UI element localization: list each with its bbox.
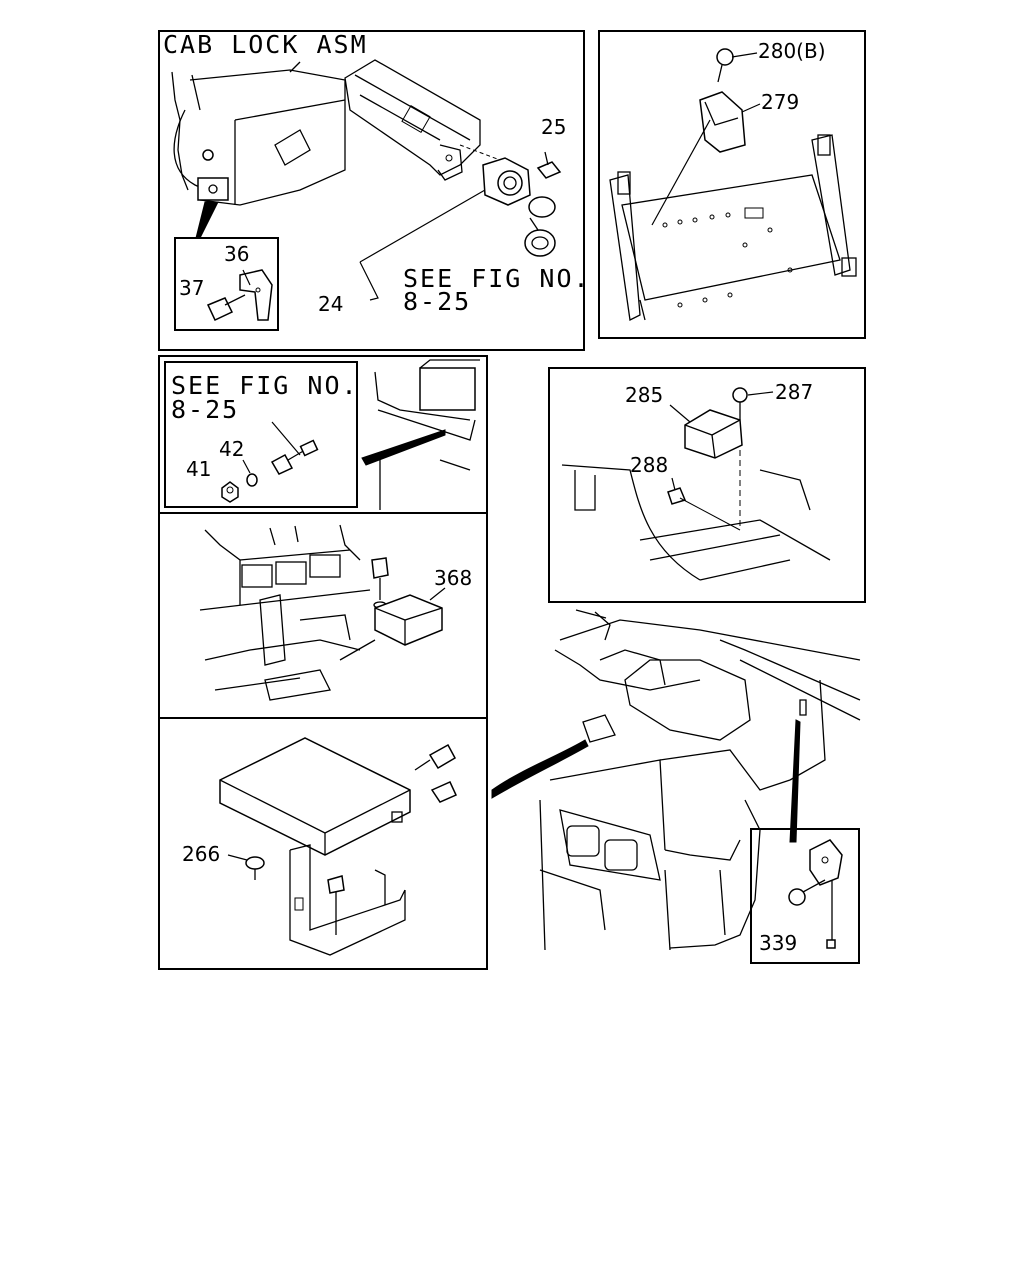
see-fig-line1: SEE FIG NO. [403,264,591,293]
callout-266: 266 [182,842,220,866]
bracket-panel: 280(B) 279 [598,30,866,339]
cab-lock-title: CAB LOCK ASM [163,30,368,59]
callout-280b: 280(B) [758,39,826,63]
callout-285: 285 [625,383,663,407]
sensor-panel: 285 287 288 [548,367,866,603]
ecu-panel: 266 [158,717,488,970]
truck-cab-illustration [491,609,861,951]
callout-41: 41 [186,457,211,481]
cab-lock-panel: CAB LOCK ASM [158,30,591,351]
callout-37: 37 [179,276,204,300]
callout-368: 368 [434,566,472,590]
callout-25: 25 [541,115,566,139]
callout-288: 288 [630,453,668,477]
callout-279: 279 [761,90,799,114]
detail-inset-339: 339 [750,828,860,964]
see-fig-line2-b: 8-25 [171,395,239,424]
callout-339: 339 [759,931,797,955]
callout-24: 24 [318,292,343,316]
see-fig-line2: 8-25 [403,287,471,316]
callout-287: 287 [775,380,813,404]
module-panel: 368 [158,512,488,719]
fig-ref-panel: SEE FIG NO. 8-25 42 41 [158,355,488,514]
callout-36: 36 [224,242,249,266]
see-fig-line1-b: SEE FIG NO. [171,371,359,400]
callout-42: 42 [219,437,244,461]
